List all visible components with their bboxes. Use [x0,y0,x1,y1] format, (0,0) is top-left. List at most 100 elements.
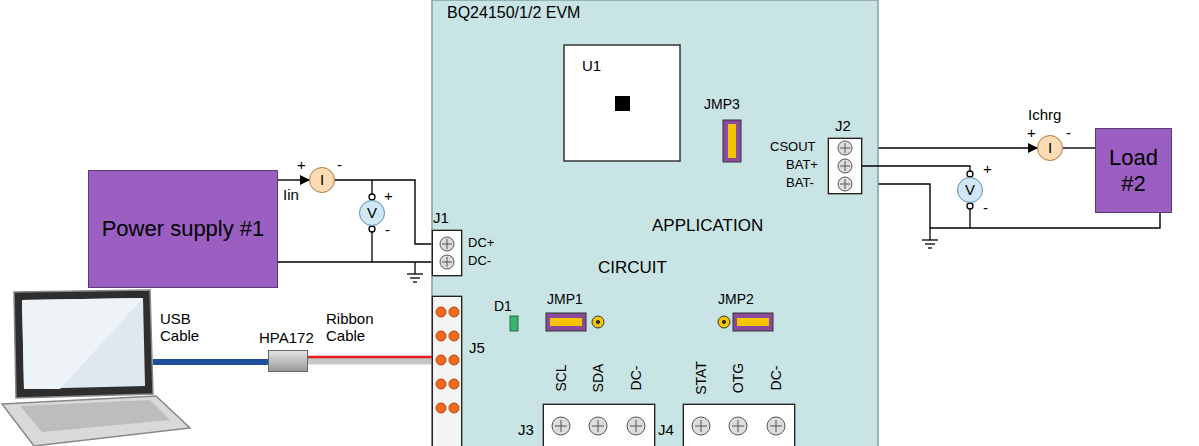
text-label: USB Cable [160,310,212,345]
node-text: U1 [582,57,601,74]
terminal-screw [767,417,785,435]
header-pin [449,379,459,389]
terminal-block [838,177,852,191]
meter-lead [369,226,375,232]
header-pin [436,355,446,365]
text-label: JMP3 [704,96,740,112]
text-label: - [385,221,390,238]
wire-connector [278,261,432,262]
text-label: DC- [468,254,491,269]
terminal-block [845,143,846,153]
terminal-screw [636,420,637,432]
terminal-block: J3 [543,404,655,446]
node-text: J1 [433,209,449,226]
led-symbol [510,316,518,331]
text-label: + [983,160,992,177]
node-text: J4 [658,421,674,438]
terminal-screw [692,417,710,435]
text-label: JMP1 [547,291,583,307]
terminal-screw [561,420,562,432]
usb-cable [153,359,268,365]
text-label: D1 [494,298,512,314]
meter-lead [862,166,970,177]
terminal-block [838,141,852,155]
text-label: - [1066,124,1071,141]
node-text: J5 [469,339,485,356]
laptop-illustration [20,400,170,432]
header-pin [449,403,459,413]
text-label: JMP2 [718,291,754,307]
node-text: BQ24150/1/2 EVM [447,4,580,22]
laptop-illustration [22,298,143,389]
text-label: CIRCUIT [598,258,667,278]
text-label: CSOUT [770,140,816,155]
laptop-illustration [2,396,190,446]
jumper-pin [718,316,730,328]
wire-connector [278,179,309,180]
terminal-block [432,296,462,446]
header-pin [436,403,446,413]
power-supply-box: Power supply #1 [88,170,278,288]
jumper-shape [546,313,586,331]
terminal-block [432,138,862,446]
terminal-block [447,239,448,249]
laptop-illustration [14,290,153,398]
node-text: J2 [835,117,851,134]
ground-symbol [922,239,938,240]
header-connector: J5 [432,296,462,446]
text-label: + [384,187,393,204]
terminal-screw [738,420,739,432]
text-label: Ribbon Cable [326,310,382,345]
node-text: V [367,204,377,221]
text-label: APPLICATION [652,216,763,236]
ground-symbol [928,247,932,248]
terminal-block: J1 [432,230,462,276]
terminal-block [845,161,846,171]
jumper-shunt [728,124,736,158]
voltage-meter: V [957,177,983,203]
terminal-screw [776,420,777,432]
jumper-pin [592,316,604,328]
ground-symbol [414,262,415,274]
terminal-block: J2 [828,138,862,194]
usb-adapter: HPA172 [268,350,308,372]
terminal-screw [552,417,570,435]
terminal-screw [729,417,747,435]
ic-box: U1 [564,45,680,161]
text-label: + [1027,124,1036,141]
load-box: Load #2 [1095,128,1172,213]
terminal-block [432,230,462,276]
terminal-block [440,255,454,269]
jumper-shunt [550,318,582,326]
node-text: V [965,181,975,198]
header-pin [436,331,446,341]
current-meter: I [309,167,335,193]
terminal-block [838,159,852,173]
wire-connector [862,147,1037,148]
ribbon-cable [308,358,432,365]
meter-lead [369,166,973,262]
wire-connector [335,180,432,244]
terminal-block [447,257,448,267]
ground-symbol [413,281,417,282]
wire-connector [1063,147,1095,148]
header-pin [436,379,446,389]
ic-chip [615,96,630,111]
voltage-meter: V [359,200,385,226]
jumper-pin [596,320,600,324]
node-text: Load #2 [1100,145,1167,196]
text-label: BAT+ [786,158,818,173]
current-meter: I [1037,135,1063,161]
node-text: J3 [518,421,534,438]
text-label: - [983,199,988,216]
jumper-shape [723,120,741,162]
header-pin [449,307,459,317]
jumper-shape [733,313,773,331]
header-pin [449,355,459,365]
ground-symbol [407,273,423,274]
ground-symbol [407,228,938,282]
terminal-block [440,237,454,251]
header-pin [436,307,459,413]
jumper-shunt [737,318,769,326]
pin-label: DC- [768,366,784,391]
